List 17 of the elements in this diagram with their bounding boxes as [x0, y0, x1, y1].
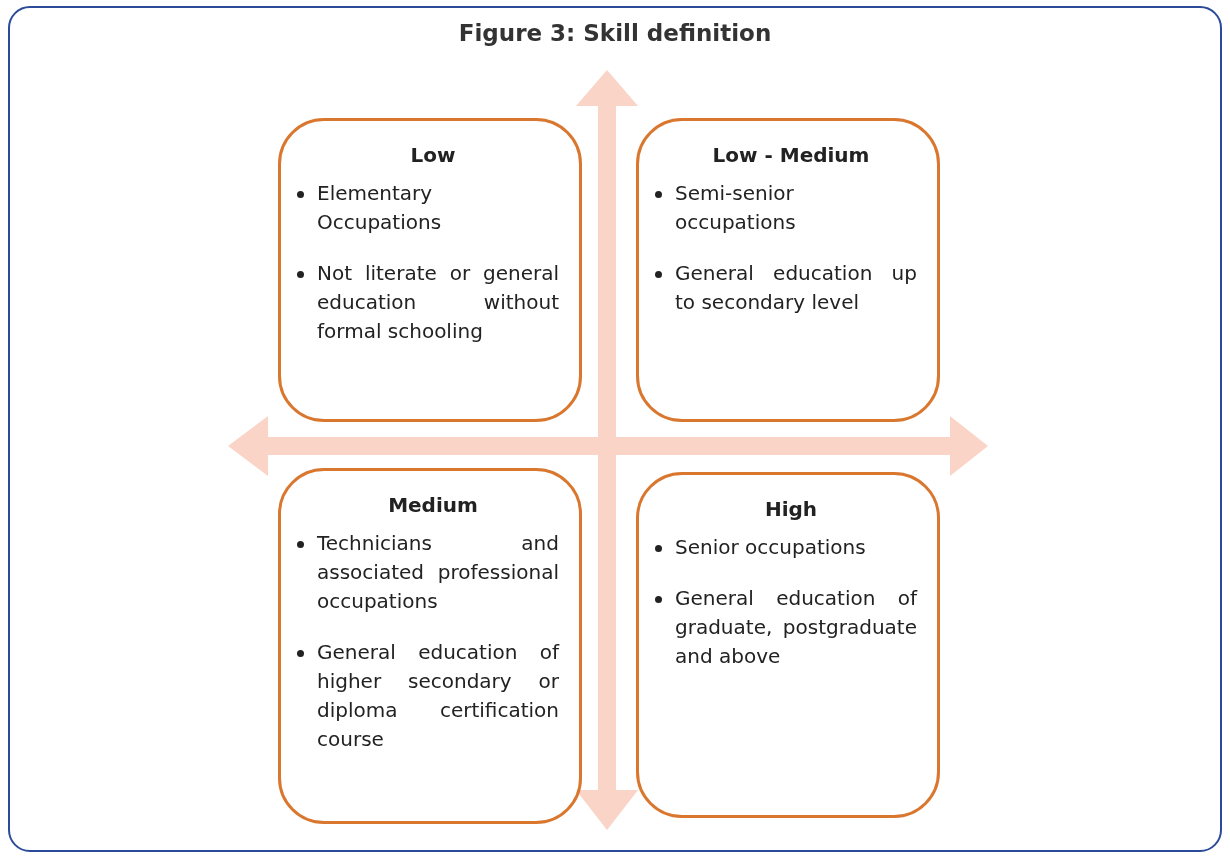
bullet-text: Technicians and associated professional occupations [317, 531, 559, 613]
category-box [636, 472, 940, 818]
figure-title: Figure 3: Skill definition [457, 20, 773, 46]
bullet-text: General education of higher secondary or diploma certification course [317, 640, 559, 751]
bullet-text: Semi-senior occupations [675, 181, 796, 234]
bullet-text: Elementary Occupations [317, 181, 442, 234]
bullet-text: Senior occupations [675, 535, 866, 559]
category-box [278, 118, 582, 422]
category-box [278, 468, 582, 824]
bullet-text: General education up to secondary level [675, 261, 917, 314]
box-heading: High [763, 497, 819, 521]
bullet-text: Not literate or general education without formal schooling [317, 261, 559, 343]
box-heading: Low [409, 143, 457, 167]
category-box [636, 118, 940, 422]
bullet-text: General education of graduate, postgraduate and above [675, 586, 917, 668]
box-heading: Low - Medium [711, 143, 871, 167]
box-heading: Medium [387, 493, 479, 517]
